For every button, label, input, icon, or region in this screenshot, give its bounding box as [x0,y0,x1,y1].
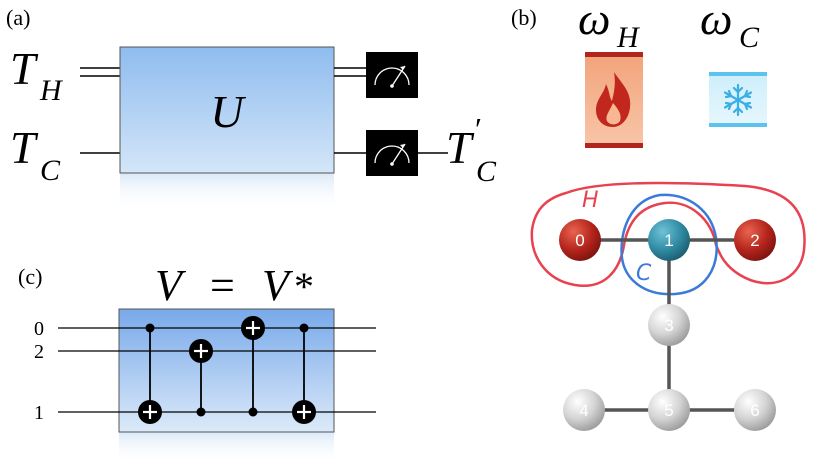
cnot-gate-4 [292,323,316,424]
graph-node-label: 5 [664,401,673,420]
gate-u-reflection [120,173,334,211]
input-cold-symbol: T [10,122,39,173]
cnot-gate-1 [138,323,162,424]
equation: V = V * [155,261,314,310]
graph-nodes: 0 1 2 3 4 5 6 [559,219,776,431]
graph-node-label: 4 [579,401,588,420]
hot-region-label: H [582,188,599,213]
cnot-target-icon [189,339,213,363]
graph-node-ball [559,219,601,261]
cnot-control-dot [145,323,155,333]
panel-b-label: (b) [511,5,537,30]
cold-region-label: C [636,261,652,286]
graph-node-ball [734,219,776,261]
omega-cold-symbol: ω [700,0,732,44]
graph-node-2: 2 [734,219,776,261]
hot-region-outline [530,181,806,288]
cnot-gate-2 [189,339,213,417]
meter-icon [366,52,418,98]
omega-hot-subscript: H [616,21,641,54]
graph-node-5: 5 [648,389,690,431]
graph-node-label: 6 [750,401,759,420]
cold-region-outline [620,193,718,296]
gate-u [119,46,335,174]
cnot-gates [138,316,316,424]
output-cold-symbol: T [446,122,475,173]
panel-a-label: (a) [6,5,30,30]
graph-node-label: 2 [750,231,759,250]
equation-star: * [294,264,314,309]
omega-cold-subscript: C [739,21,760,54]
graph-node-ball [648,389,690,431]
graph-node-4: 4 [563,389,605,431]
flame-icon [596,72,631,127]
graph-node-0: 0 [559,219,601,261]
equation-rhs: V [262,261,294,310]
cnot-control-dot [196,407,206,417]
graph-node-label: 3 [664,316,673,335]
input-hot-label: T H [10,43,64,107]
cnot-target-icon [138,400,162,424]
equation-equals: = [210,261,235,310]
gate-v-reflection [119,432,334,464]
input-hot-symbol: T [10,43,39,94]
graph-node-ball [563,389,605,431]
graph-node-1: 1 [648,219,690,261]
wire-label-0: 0 [34,318,44,340]
graph-node-ball [734,389,776,431]
gate-u-label: U [210,86,246,137]
input-hot-subscript: H [39,74,64,107]
panel-a: (a) T H T C U [6,5,497,211]
output-cold-label: T ′ C [446,111,497,188]
panel-b: (b) ω H ω C [511,0,806,431]
snowflake-icon [723,83,753,117]
output-cold-prime: ′ [473,111,481,147]
cnot-target-icon [292,400,316,424]
omega-cold-label: ω C [700,0,760,54]
cold-bath [709,72,767,127]
graph-node-ball [648,219,690,261]
wire-label-2: 2 [34,341,44,363]
output-cold-subscript: C [476,155,497,188]
meter-icon [366,130,418,176]
graph-node-ball [648,304,690,346]
cnot-control-dot [299,323,309,333]
equation-lhs: V [155,261,187,310]
panel-c: (c) V = V * 0 2 1 [18,261,376,464]
graph-node-3: 3 [648,304,690,346]
panel-c-label: (c) [18,264,42,289]
cnot-target-icon [241,316,265,340]
cnot-control-dot [248,407,258,417]
omega-hot-symbol: ω [578,0,610,44]
cnot-gate-3 [241,316,265,417]
graph-node-label: 1 [664,231,673,250]
graph-node-label: 0 [575,231,584,250]
input-cold-subscript: C [40,154,61,187]
input-cold-label: T C [10,122,61,187]
hot-bath [585,52,643,148]
omega-hot-label: ω H [578,0,641,54]
wire-label-1: 1 [34,402,44,424]
graph-node-6: 6 [734,389,776,431]
